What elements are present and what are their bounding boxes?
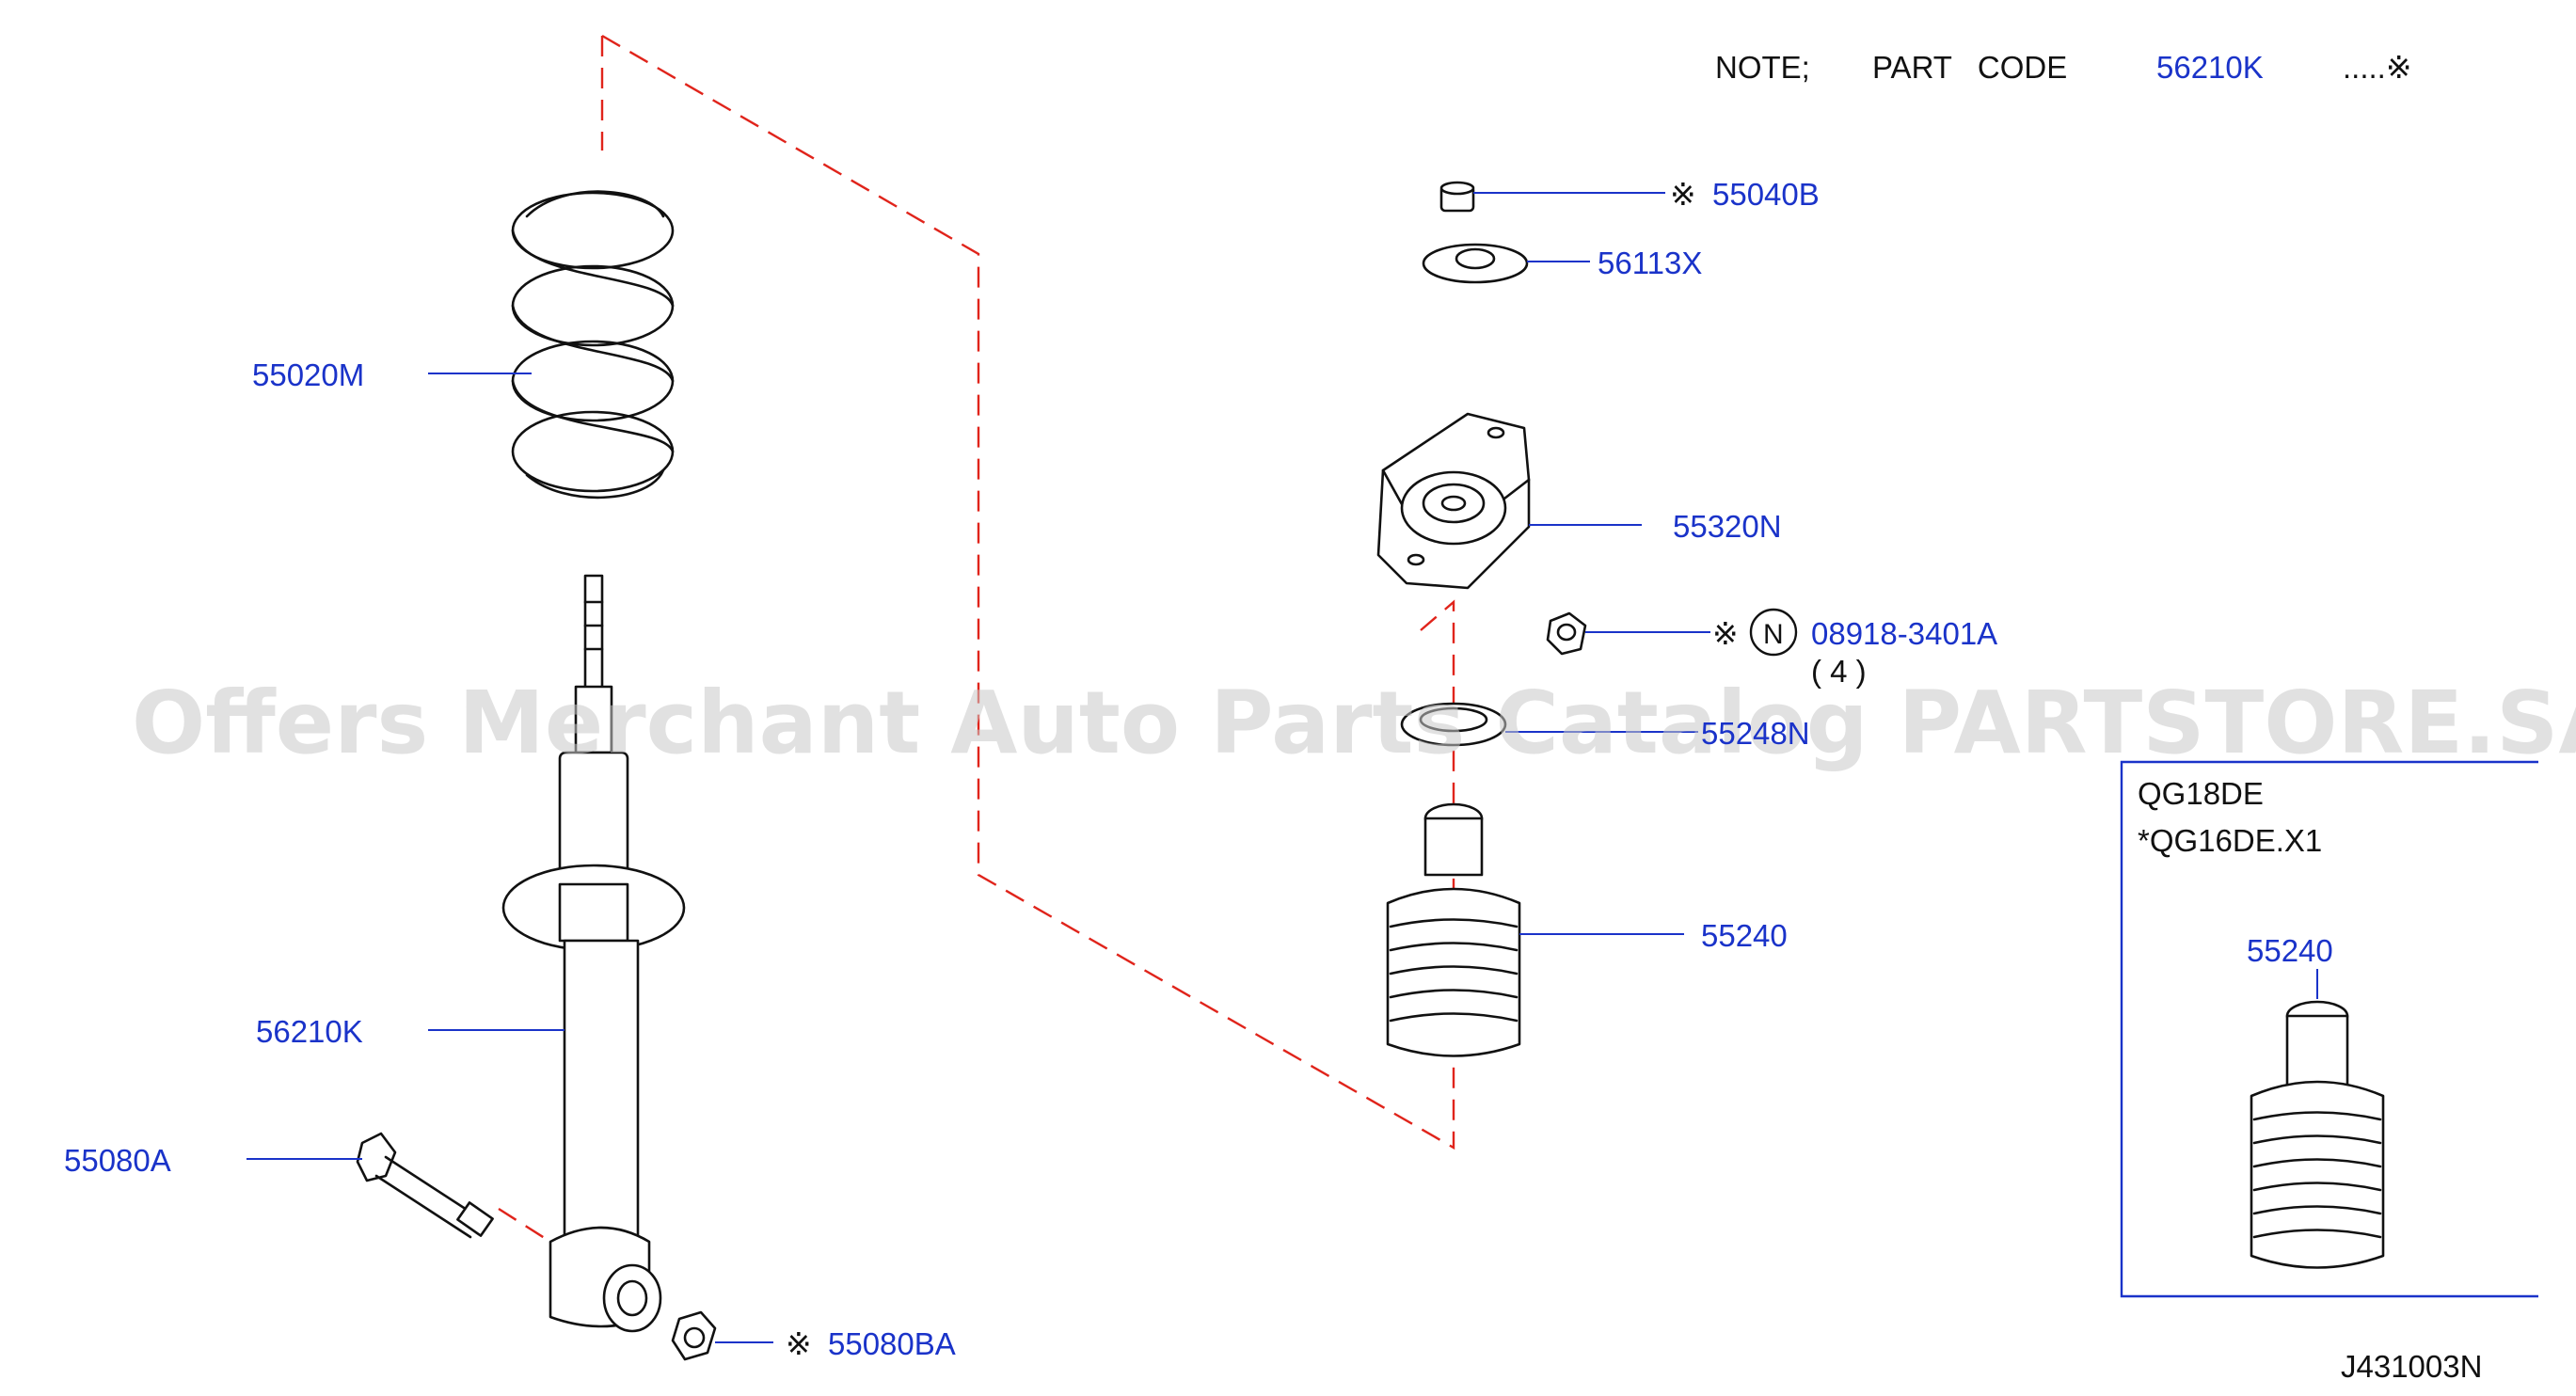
- washer: [1422, 243, 1529, 284]
- note-label: NOTE;: [1715, 50, 1810, 85]
- diagram-code: J431003N: [2341, 1349, 2482, 1384]
- bump-stop: [1386, 802, 1521, 1057]
- label-washer[interactable]: 56113X: [1598, 246, 1702, 280]
- mount-nut-quantity: ( 4 ): [1811, 654, 1867, 689]
- note-header: NOTE; PART CODE 56210K .....※: [1715, 50, 2412, 85]
- label-shock-absorber[interactable]: 56210K: [256, 1014, 363, 1049]
- spring-seat: [1400, 702, 1507, 747]
- lower-nut-note-mark: ※: [786, 1326, 812, 1361]
- label-lower-bolt[interactable]: 55080A: [64, 1143, 171, 1178]
- label-coil-spring[interactable]: 55020M: [252, 357, 364, 392]
- lower-nut: [671, 1310, 717, 1361]
- part-code-symbol: .....※: [2343, 50, 2412, 85]
- part-code-value: 56210K: [2156, 50, 2264, 85]
- leader-lines: [246, 192, 2318, 1343]
- inset-engine-line-2: *QG16DE.X1: [2138, 823, 2322, 858]
- label-strut-mount[interactable]: 55320N: [1673, 509, 1782, 544]
- n-symbol-circle: [1749, 608, 1798, 657]
- inset-engine-line-1: QG18DE: [2138, 776, 2264, 811]
- part-code-label: PART CODE: [1872, 50, 2067, 85]
- mount-nut-note-mark: ※: [1712, 616, 1739, 651]
- label-lower-nut[interactable]: 55080BA: [828, 1326, 956, 1361]
- mount-nut: [1546, 611, 1587, 656]
- inset-frame: [2120, 760, 2538, 1298]
- label-top-nut[interactable]: 55040B: [1712, 177, 1820, 212]
- label-mount-nut[interactable]: 08918-3401A: [1811, 616, 1997, 651]
- label-spring-seat[interactable]: 55248N: [1701, 716, 1810, 751]
- label-bump-stop[interactable]: 55240: [1701, 918, 1788, 953]
- label-inset-bump-stop[interactable]: 55240: [2247, 933, 2333, 968]
- coil-spring: [511, 190, 675, 500]
- watermark: Offers Merchant Auto Parts Catalog PARTS…: [132, 673, 2576, 773]
- top-nut: [1439, 181, 1475, 213]
- strut-mount: [1376, 412, 1531, 590]
- assembly-outline: [498, 34, 1455, 1277]
- top-nut-note-mark: ※: [1670, 177, 1696, 212]
- shock-absorber: [501, 574, 686, 1333]
- lower-bolt: [356, 1132, 494, 1239]
- n-symbol-letter: N: [1763, 619, 1784, 650]
- inset-bump-stop: [2250, 1000, 2385, 1269]
